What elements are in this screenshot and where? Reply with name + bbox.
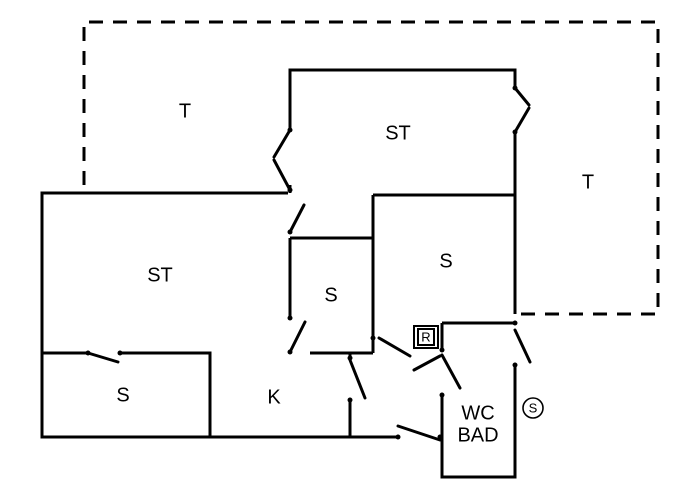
terrace-outline <box>82 20 660 316</box>
room-label-bedroom-bottom-left: S <box>116 384 129 406</box>
door-jambs <box>85 85 518 440</box>
room-label-bad: BAD <box>457 424 498 446</box>
s-circle-symbol: S <box>522 397 544 419</box>
doors <box>86 86 532 442</box>
interior-walls <box>42 193 517 479</box>
r-symbol: R <box>413 325 439 349</box>
r-symbol-label: R <box>421 329 430 344</box>
room-label-bedroom-middle: S <box>324 284 337 306</box>
room-label-living-left: ST <box>147 264 173 286</box>
exterior-walls <box>40 68 517 439</box>
room-label-living-top: ST <box>385 122 411 144</box>
room-label-kitchen: K <box>267 386 281 408</box>
room-label-terrace-left: T <box>179 100 191 122</box>
s-circle-symbol-label: S <box>529 400 538 415</box>
room-label-wc: WC <box>461 402 494 424</box>
room-label-bedroom-right: S <box>439 250 452 272</box>
room-label-terrace-right: T <box>582 171 594 193</box>
